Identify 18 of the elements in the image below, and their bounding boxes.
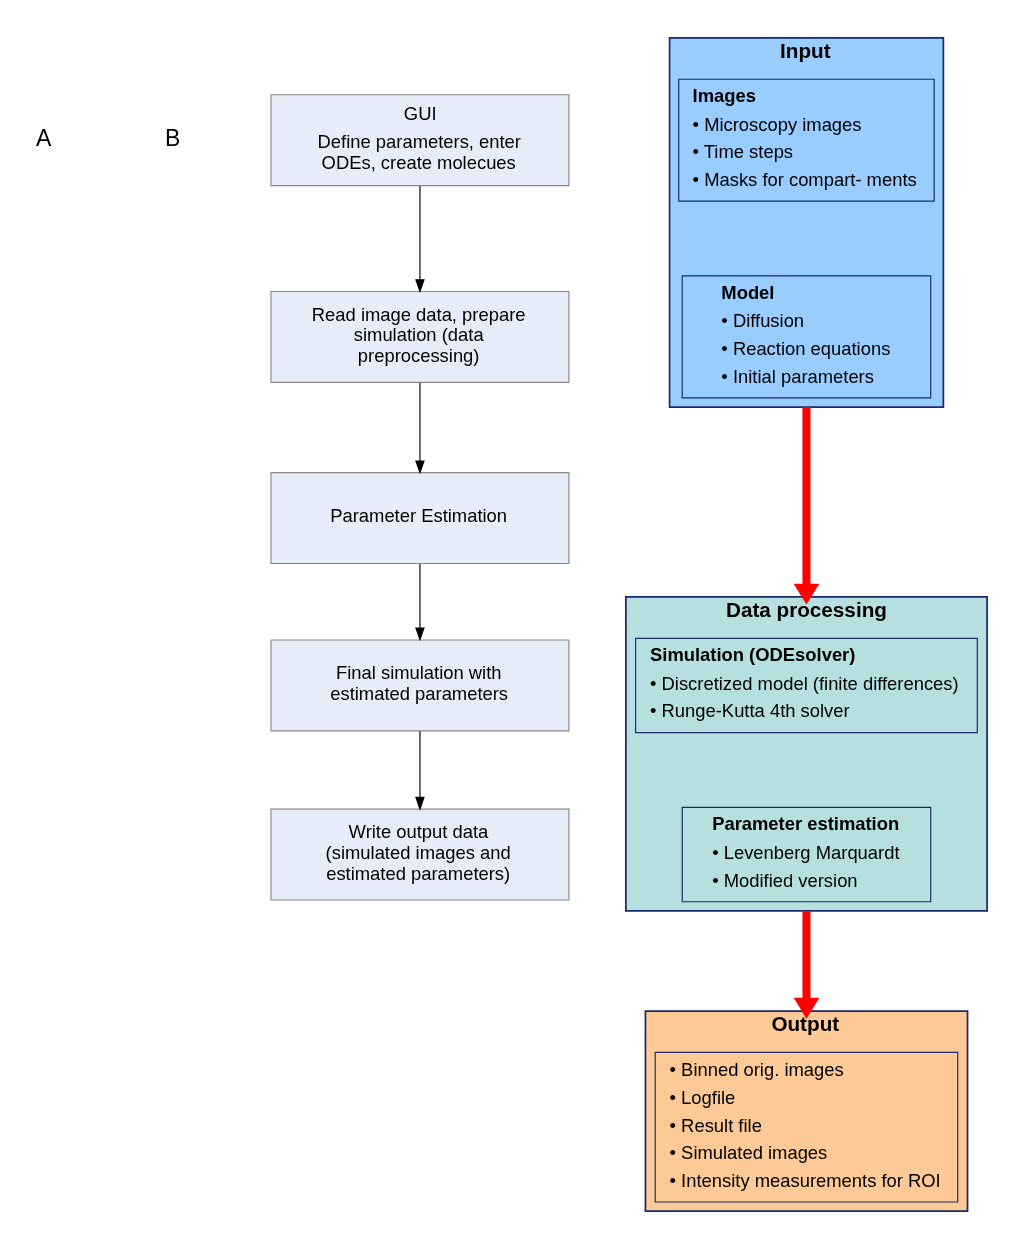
- label: A: [36, 124, 52, 151]
- arrow: [415, 730, 425, 811]
- arrow: [793, 406, 820, 605]
- node-box: Model • Diffusion • Reaction equations • Initial parameters: [681, 274, 932, 398]
- arrow: [415, 562, 425, 641]
- arrow: [415, 184, 425, 293]
- label: B: [164, 124, 181, 151]
- node-box: Parameter Estimation: [270, 471, 570, 564]
- node-box: Write output data (simulated images and estimated parameters): [270, 808, 570, 901]
- node-box: Parameter estimation • Levenberg Marquardt • Modified version: [681, 806, 932, 902]
- node-box: GUI Define parameters, enter ODEs, create molecues: [270, 93, 570, 186]
- node-box: Simulation (ODEsolver) • Discretized model (finite differences) • Runge-Kutta 4th solver: [635, 637, 978, 733]
- node-box: Images • Microscopy images • Time steps • Masks for compart- ments: [678, 78, 935, 202]
- node-box: Read image data, prepare simulation (data preprocessing): [270, 290, 570, 383]
- arrow: [793, 910, 820, 1019]
- node-box: • Binned orig. images • Logfile • Result file • Simulated images • Intensity measurements for ROI: [654, 1051, 959, 1203]
- arrow: [415, 381, 425, 474]
- node-box: Final simulation with estimated parameters: [270, 638, 570, 731]
